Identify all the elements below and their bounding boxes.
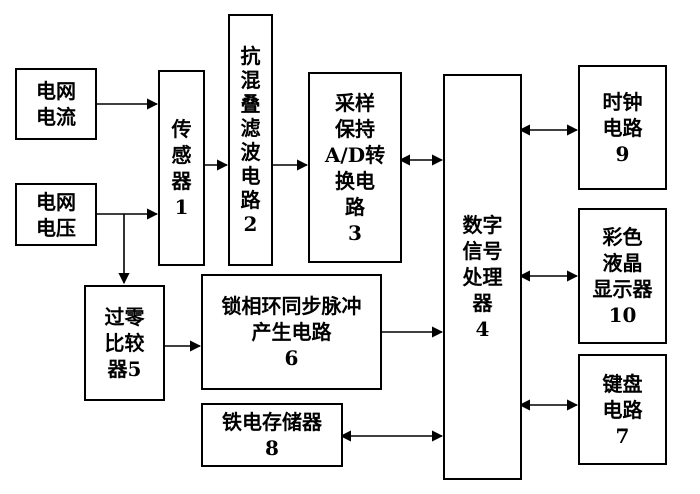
keyboard-box: 键盘 电路 7 — [578, 354, 667, 465]
dsp-box: 数字 信号 处理 器 4 — [443, 74, 522, 480]
zero-crossing-box: 过零 比较 器5 — [84, 285, 165, 401]
pll-sync-box: 锁相环同步脉冲 产生电路 6 — [201, 274, 382, 390]
lcd-box: 彩色 液晶 显示器 10 — [578, 208, 667, 344]
antialias-filter-box: 抗 混 叠 滤 波 电 路 2 — [228, 14, 273, 266]
sample-hold-adc-box: 采样 保持 A/D转 换电 路 3 — [308, 72, 402, 263]
sensor-box: 传 感 器 1 — [158, 70, 205, 266]
clock-box: 时钟 电路 9 — [578, 65, 667, 190]
grid-current-box: 电网 电流 — [15, 68, 97, 140]
fram-box: 铁电存储器 8 — [201, 403, 343, 467]
grid-voltage-box: 电网 电压 — [15, 183, 97, 246]
